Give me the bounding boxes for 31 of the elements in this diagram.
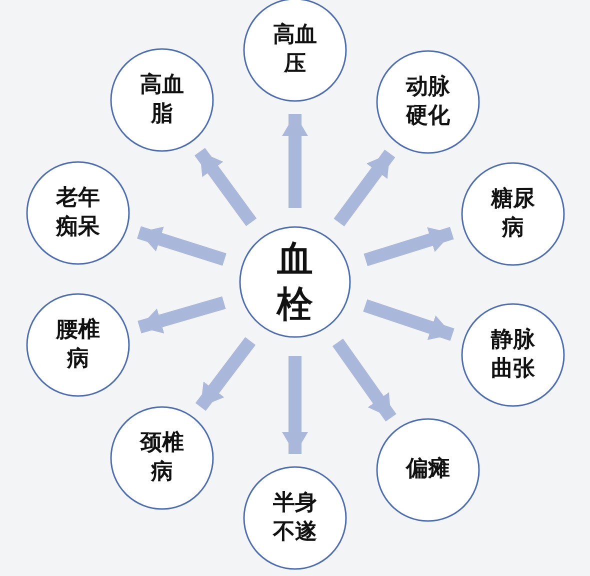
arrow [194,148,257,226]
condition-circle [26,161,130,265]
condition-circle [461,303,565,407]
arrow [364,226,454,266]
condition-circle [461,162,565,266]
arrow [282,114,308,208]
condition-circle [110,48,214,152]
arrow [195,337,256,411]
node-label: 静脉曲张 [490,326,536,383]
node-label: 腰椎病 [54,316,101,373]
arrow [282,356,308,454]
node-label: 血栓 [275,238,314,327]
node-label: 糖尿病 [490,185,536,242]
arrow [137,226,226,266]
node-label: 动脉硬化 [404,73,451,130]
condition-circle [243,466,347,570]
arrow [138,296,226,334]
condition-circle [26,293,130,397]
arrow [363,299,454,341]
node-label: 高血压 [272,21,318,78]
arrow [334,150,396,226]
node-label: 偏瘫 [404,456,451,484]
condition-circle [376,418,480,522]
center-circle [239,226,351,338]
node-label: 半身不遂 [272,489,318,546]
node-label: 颈椎病 [138,429,185,486]
condition-circle [110,406,214,510]
node-label: 高血脂 [139,71,185,128]
arrow [332,338,396,422]
node-label: 老年痴呆 [54,184,101,241]
condition-circle [376,50,480,154]
